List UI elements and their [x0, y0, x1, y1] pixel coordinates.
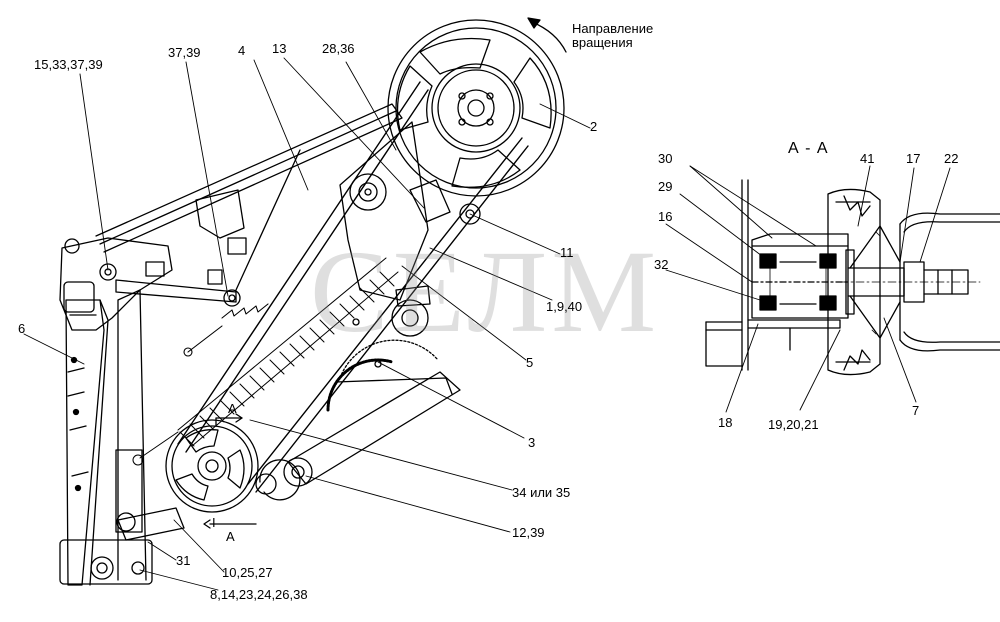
callout-22: 22	[944, 151, 959, 166]
section-cut-marker	[203, 413, 257, 529]
callout-32: 32	[654, 257, 669, 272]
callout-19-20-21: 19,20,21	[768, 417, 819, 432]
drive-bracket	[339, 121, 481, 368]
tensioner-arm	[283, 339, 461, 487]
rotation-caption-line1: Направление	[572, 21, 654, 36]
callout-15-33-37-39: 15,33,37,39	[34, 57, 103, 72]
callout-13: 13	[272, 41, 287, 56]
watermark-text: СЕЛМ	[310, 226, 661, 357]
callout-30: 30	[658, 151, 673, 166]
gear-segment	[326, 358, 394, 412]
section-view	[705, 179, 1000, 376]
callout-16: 16	[658, 209, 673, 224]
callout-41: 41	[860, 151, 875, 166]
lower-lever	[116, 507, 185, 541]
callout-6: 6	[18, 321, 26, 336]
callout-12-39: 12,39	[512, 525, 545, 540]
callout-17: 17	[906, 151, 921, 166]
callout-29: 29	[658, 179, 673, 194]
callout-31: 31	[176, 553, 191, 568]
callout-37-39: 37,39	[168, 45, 201, 60]
callout-18: 18	[718, 415, 733, 430]
section-marker-upper: А	[228, 401, 237, 416]
callout-10-25-27: 10,25,27	[222, 565, 273, 580]
section-title: А - А	[788, 140, 829, 157]
long-spring	[132, 257, 399, 466]
callout-28-36: 28,36	[322, 41, 355, 56]
adjustment-rod	[115, 149, 301, 307]
leader-lines	[23, 57, 951, 591]
rotation-arrow	[527, 17, 567, 53]
middle-idler	[391, 285, 431, 337]
upper-pulley	[387, 19, 565, 197]
section-cut-label: I	[212, 515, 216, 530]
callout-11: 11	[560, 245, 574, 260]
callout-1-9-40: 1,9,40	[546, 299, 583, 314]
rotation-caption-line2: вращения	[572, 35, 633, 50]
callout-34-or-35: 34 или 35	[512, 485, 571, 500]
lower-pulley	[165, 419, 301, 513]
callout-3: 3	[528, 435, 536, 450]
callout-2: 2	[590, 119, 598, 134]
callout-5: 5	[526, 355, 534, 370]
section-marker-lower: А	[226, 529, 235, 544]
callout-7: 7	[912, 403, 920, 418]
callout-4: 4	[238, 43, 246, 58]
callout-8-14-23-24-26-38: 8,14,23,24,26,38	[210, 587, 308, 602]
small-spring	[183, 303, 269, 357]
